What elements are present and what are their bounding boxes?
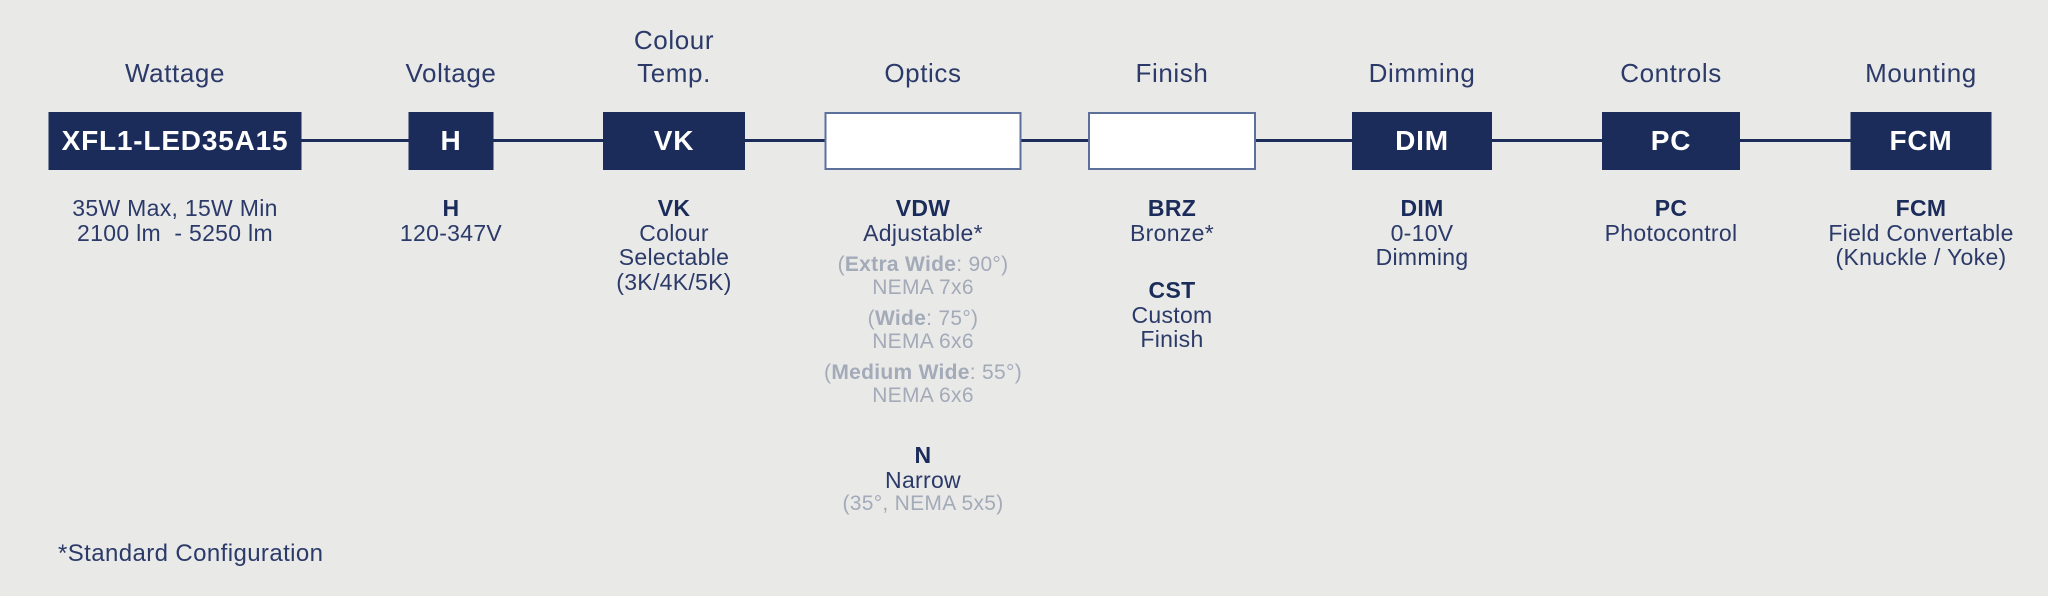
column-header-label: Controls <box>1620 58 1722 88</box>
option-code: H <box>442 195 460 221</box>
finish-code-field[interactable] <box>1088 112 1256 170</box>
option-code: VDW <box>895 195 951 221</box>
optics-code-field[interactable] <box>824 112 1022 170</box>
optic-spec-line: (Medium Wide: 55°) <box>824 361 1022 384</box>
column-header-label: Voltage <box>405 58 497 88</box>
detail-line: Bronze* <box>1130 219 1214 246</box>
detail-line: 120-347V <box>399 219 503 246</box>
column-details: VK Colour Selectable (3K/4K/5K) <box>514 196 834 294</box>
detail-line: Selectable <box>618 244 730 270</box>
optic-spec-line: (Wide: 75°) <box>867 307 979 330</box>
column-header-label: Optics <box>884 58 962 88</box>
column-header: Mounting <box>1796 0 2046 104</box>
column-header-label: Mounting <box>1865 58 1977 88</box>
mounting-code-label: FCM <box>1889 125 1953 156</box>
column-details: PC Photocontrol <box>1511 196 1831 245</box>
dimming-code-box: DIM <box>1352 112 1492 170</box>
column-header-label: Colour <box>633 25 715 55</box>
column-header-label: Dimming <box>1368 58 1476 88</box>
optic-spec-line: (35°, NEMA 5x5) <box>842 492 1004 515</box>
connector-line <box>300 139 1852 142</box>
optic-spec-line: NEMA 6x6 <box>872 330 974 353</box>
voltage-code-label: H <box>440 125 462 156</box>
column-header-label: Wattage <box>124 58 226 88</box>
optic-spec-line: NEMA 7x6 <box>872 276 974 299</box>
option-code: DIM <box>1400 195 1444 221</box>
column-details: 35W Max, 15W Min 2100 lm - 5250 lm <box>15 196 335 245</box>
colour-temp-code-box: VK <box>603 112 745 170</box>
column-details: H 120-347V <box>291 196 611 245</box>
column-header-label: Temp. <box>637 58 711 88</box>
column-header: Voltage <box>291 0 611 104</box>
option-code: PC <box>1654 195 1688 221</box>
optic-spec-line: (Extra Wide: 90°) <box>837 253 1009 276</box>
column-details: DIM 0-10V Dimming <box>1262 196 1582 270</box>
detail-line: 2100 lm - 5250 lm <box>77 219 273 246</box>
detail-line: Dimming <box>1375 244 1469 270</box>
mounting-code-box: FCM <box>1850 112 1992 170</box>
column-header: Controls <box>1511 0 1831 104</box>
column-header: Dimming <box>1262 0 1582 104</box>
detail-line: Custom <box>1131 301 1213 328</box>
option-code: FCM <box>1895 195 1947 221</box>
voltage-code-box: H <box>408 112 494 170</box>
column-header: Colour Temp. <box>514 0 834 104</box>
model-code-box: XFL1-LED35A15 <box>48 112 302 170</box>
detail-line: 0-10V <box>1390 219 1454 246</box>
controls-code-box: PC <box>1602 112 1740 170</box>
colour-temp-code-label: VK <box>653 125 695 156</box>
column-header: Optics <box>763 0 1083 104</box>
detail-line: Narrow <box>885 466 961 493</box>
optic-spec-line: NEMA 6x6 <box>872 384 974 407</box>
column-details: FCM Field Convertable (Knuckle / Yoke) <box>1796 196 2046 270</box>
option-code: VK <box>657 195 691 221</box>
detail-line: Field Convertable <box>1828 219 2014 246</box>
dimming-code-label: DIM <box>1395 125 1449 156</box>
column-header: Finish <box>1012 0 1332 104</box>
detail-line: Photocontrol <box>1604 219 1738 246</box>
option-code: CST <box>1148 277 1196 303</box>
detail-line: (3K/4K/5K) <box>616 268 732 295</box>
option-code: BRZ <box>1147 195 1197 221</box>
detail-line: Adjustable* <box>863 219 983 246</box>
column-details: BRZ Bronze* CST Custom Finish <box>1012 196 1332 352</box>
column-header: Wattage <box>15 0 335 104</box>
column-header-label: Finish <box>1135 58 1209 88</box>
option-code: N <box>914 442 932 468</box>
model-code-label: XFL1-LED35A15 <box>61 125 289 156</box>
detail-line: 35W Max, 15W Min <box>72 195 278 221</box>
detail-line: Finish <box>1140 326 1204 352</box>
standard-configuration-footnote: *Standard Configuration <box>58 540 324 567</box>
controls-code-label: PC <box>1650 125 1692 156</box>
detail-line: (Knuckle / Yoke) <box>1835 244 2007 270</box>
column-details: VDW Adjustable* (Extra Wide: 90°) NEMA 7… <box>763 196 1083 515</box>
detail-line: Colour <box>639 219 709 246</box>
